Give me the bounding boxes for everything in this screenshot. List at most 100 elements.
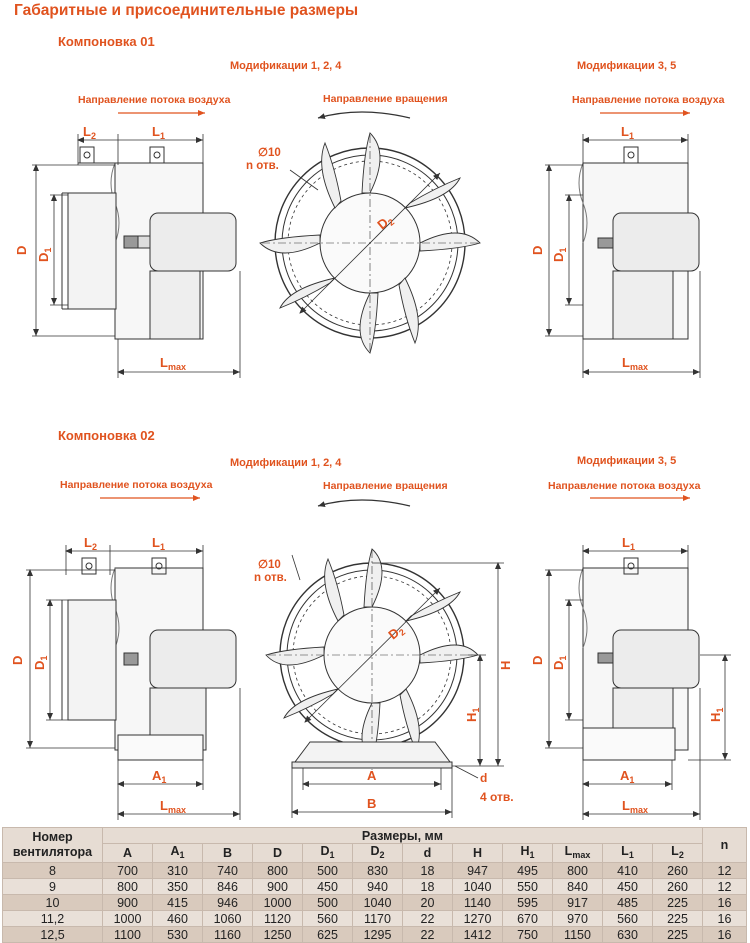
layout-02-flow-right: Направление потока воздуха: [548, 480, 701, 492]
dim-b-02: B: [367, 796, 376, 811]
table-cell: 260: [652, 862, 703, 879]
header-sizes: Размеры, мм: [102, 827, 703, 844]
header-col-4: D1: [302, 843, 353, 863]
table-cell: 22: [402, 910, 453, 927]
table-cell: 1140: [452, 894, 503, 911]
dim-d-02r: D: [530, 656, 545, 665]
table-cell: 560: [302, 910, 353, 927]
table-cell: 595: [502, 894, 553, 911]
table-cell: 940: [352, 878, 403, 895]
dim-h1-02r: H1: [708, 708, 725, 722]
table-cell: 12: [702, 878, 747, 895]
table-cell: 830: [352, 862, 403, 879]
dim-h-02: H: [498, 661, 513, 670]
table-cell: 1000: [102, 910, 153, 927]
fan-number-cell: 8: [2, 862, 103, 879]
table-cell: 500: [302, 862, 353, 879]
table-cell: 410: [602, 862, 653, 879]
dim-a1-02l: A1: [152, 768, 166, 785]
dim-a-02: A: [367, 768, 377, 783]
dim-d1-01l: D1: [36, 248, 53, 262]
layout-01-mods-left: Модификации 1, 2, 4: [230, 60, 342, 72]
table-cell: 846: [202, 878, 253, 895]
table-cell: 550: [502, 878, 553, 895]
dim-d1-01r: D1: [551, 248, 568, 262]
dim-a1-02r: A1: [620, 768, 634, 785]
table-cell: 350: [152, 878, 203, 895]
layout-01-hole: ∅10: [258, 147, 281, 159]
header-col-0: A: [102, 843, 153, 863]
table-cell: 16: [702, 910, 747, 927]
dim-l1-02r: L1: [622, 535, 635, 552]
header-col-10: L1: [602, 843, 653, 863]
layout-01-hole-count: n отв.: [246, 160, 279, 172]
table-cell: 12: [702, 862, 747, 879]
table-cell: 630: [602, 926, 653, 943]
table-cell: 18: [402, 878, 453, 895]
dim-l1-01l: L1: [152, 124, 165, 141]
dim-d1-02r: D1: [551, 656, 568, 670]
table-cell: 260: [652, 878, 703, 895]
table-cell: 225: [652, 926, 703, 943]
layout-02-hole-count: n отв.: [254, 572, 287, 584]
table-cell: 560: [602, 910, 653, 927]
header-fan-number: Номер вентилятора: [2, 827, 103, 863]
dim-d-01r: D: [530, 246, 545, 255]
table-cell: 800: [252, 862, 303, 879]
header-col-6: d: [402, 843, 453, 863]
table-cell: 750: [502, 926, 553, 943]
layout-01-flow-left: Направление потока воздуха: [78, 94, 231, 106]
table-cell: 800: [552, 862, 603, 879]
dim-l2-01l: L2: [83, 124, 96, 141]
table-cell: 530: [152, 926, 203, 943]
fan-number-cell: 10: [2, 894, 103, 911]
table-cell: 970: [552, 910, 603, 927]
table-cell: 225: [652, 910, 703, 927]
layout-01-rotation: Направление вращения: [323, 93, 448, 105]
layout-02-mods-right: Модификации 3, 5: [577, 455, 677, 467]
dim-lmax-02r: Lmax: [622, 798, 648, 815]
table-cell: 225: [652, 894, 703, 911]
technical-drawing: L2 L1 D D1 Lmax D2 L1 D D1 Lmax L2 L1 D …: [10, 110, 731, 820]
table-cell: 450: [302, 878, 353, 895]
fan-number-cell: 9: [2, 878, 103, 895]
header-n: n: [702, 827, 747, 863]
table-cell: 500: [302, 894, 353, 911]
header-col-2: B: [202, 843, 253, 863]
table-cell: 670: [502, 910, 553, 927]
table-cell: 495: [502, 862, 553, 879]
dim-d1-02l: D1: [32, 656, 49, 670]
page-title: Габаритные и присоединительные размеры: [14, 2, 359, 19]
dim-lmax-02l: Lmax: [160, 798, 186, 815]
layout-02-flow-left: Направление потока воздуха: [60, 479, 213, 491]
table-cell: 460: [152, 910, 203, 927]
layout-02-rotation: Направление вращения: [323, 480, 448, 492]
layout-01-title: Компоновка 01: [58, 34, 155, 49]
table-cell: 1060: [202, 910, 253, 927]
dim-lmax-01r: Lmax: [622, 355, 648, 372]
table-cell: 310: [152, 862, 203, 879]
header-col-11: L2: [652, 843, 703, 863]
table-cell: 20: [402, 894, 453, 911]
table-cell: 22: [402, 926, 453, 943]
table-cell: 1250: [252, 926, 303, 943]
header-col-7: H: [452, 843, 503, 863]
table-cell: 900: [102, 894, 153, 911]
header-col-3: D: [252, 843, 303, 863]
layout-01-mods-right: Модификации 3, 5: [577, 60, 677, 72]
table-cell: 1170: [352, 910, 403, 927]
layout-02-hole: ∅10: [258, 559, 281, 571]
table-cell: 1295: [352, 926, 403, 943]
layout-02-foot-hole-count: 4 отв.: [480, 790, 514, 804]
dim-l1-01r: L1: [621, 124, 634, 141]
fan-number-cell: 11,2: [2, 910, 103, 927]
layout-02-foot-hole: d: [480, 771, 488, 785]
table-cell: 946: [202, 894, 253, 911]
table-cell: 740: [202, 862, 253, 879]
layout-02-mods-left: Модификации 1, 2, 4: [230, 457, 342, 469]
